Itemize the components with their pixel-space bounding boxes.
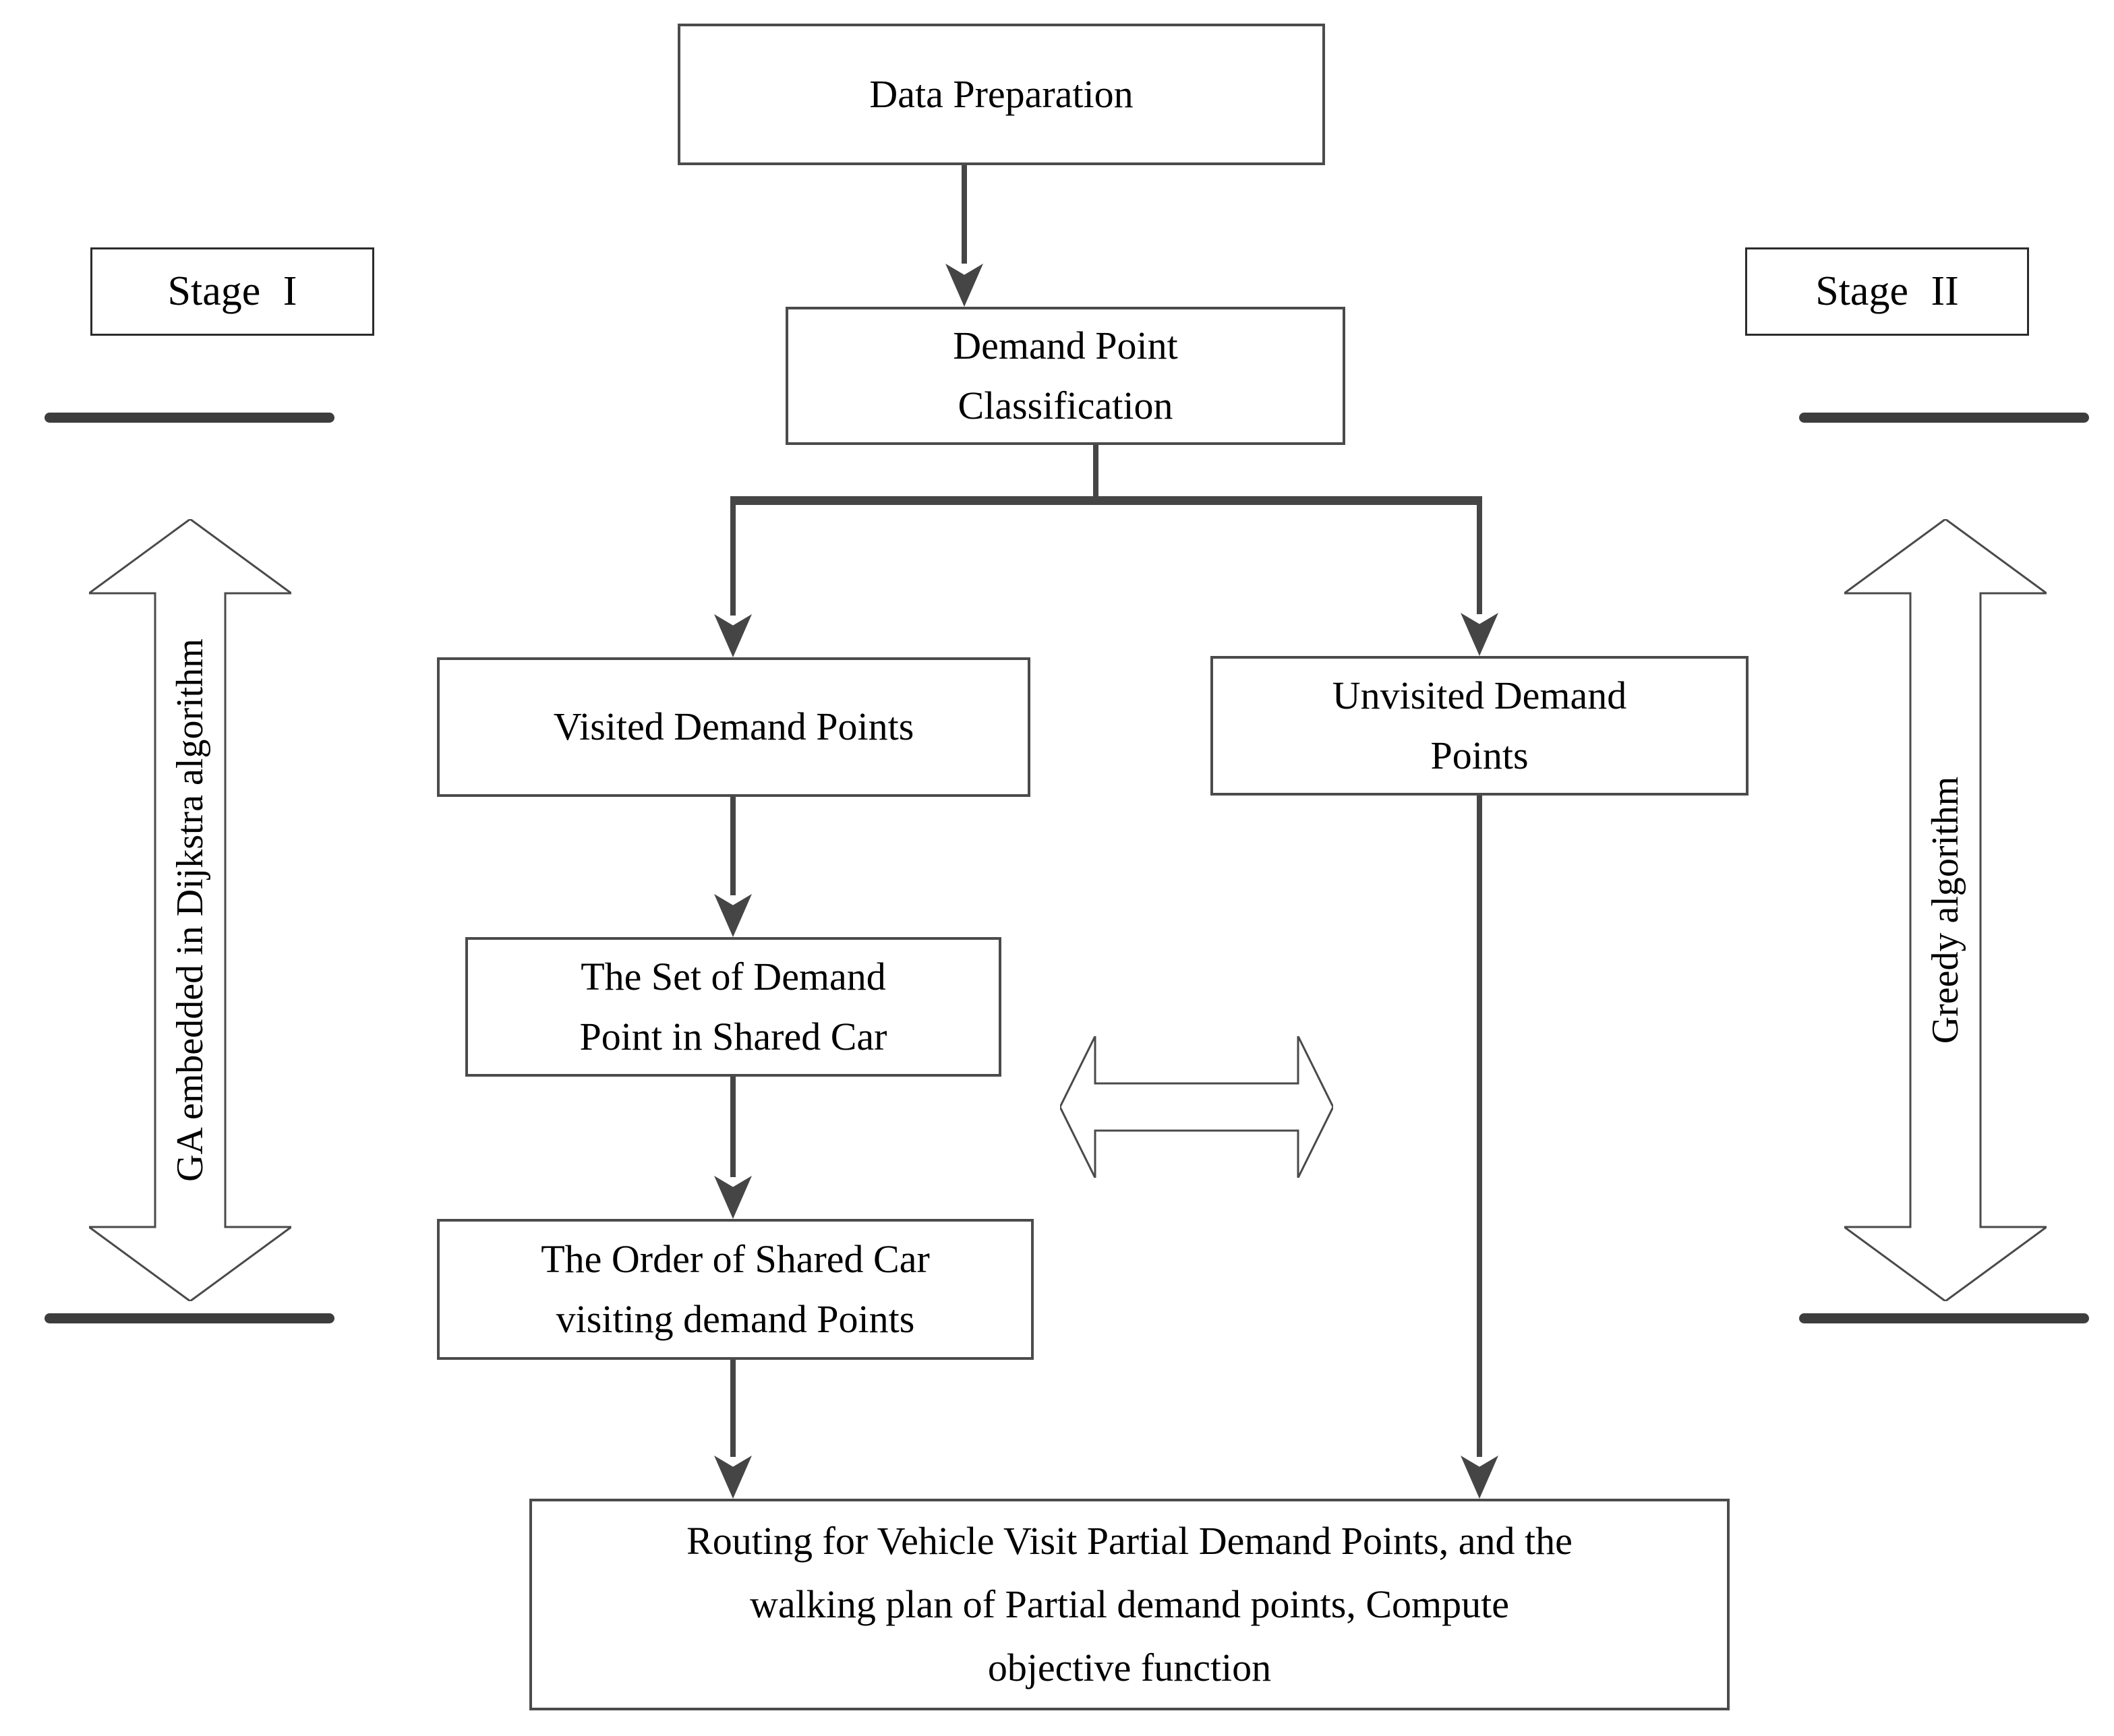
node-visit-order: The Order of Shared Car visiting demand … [437,1219,1034,1360]
stage2-bottom-bar [1799,1313,2089,1323]
connector-branch-visited [730,496,736,616]
arrowhead-into-classification [945,264,983,307]
stage1-label-box: Stage I [90,247,374,336]
connector-branch-unvisited [1477,496,1482,614]
node-order-line1: The Order of Shared Car [541,1237,930,1282]
connector-order-routing [730,1360,736,1457]
node-shared-car-set: The Set of Demand Point in Shared Car [465,937,1001,1077]
arrowhead-right-into-routing [1461,1456,1498,1499]
stage2-label: Stage II [1815,268,1959,314]
stage1-double-arrow-icon [89,519,291,1301]
node-set-line2: Point in Shared Car [579,1014,887,1058]
connector-visited-set [730,797,736,895]
node-order-line2: visiting demand Points [556,1296,915,1341]
node-routing-line1: Routing for Vehicle Visit Partial Demand… [686,1519,1573,1563]
connector-classification-branch [1093,445,1098,500]
stage1-label: Stage I [167,268,297,314]
node-classification-line1: Demand Point [953,324,1178,368]
stage1-bottom-bar [45,1313,334,1323]
stage2-label-box: Stage II [1745,247,2029,336]
node-visited-demand-points: Visited Demand Points [437,657,1030,797]
stage1-top-bar [45,413,334,423]
node-routing-line2: walking plan of Partial demand points, C… [750,1582,1509,1627]
stage2-algorithm-label: Greedy algorithm [1925,776,1966,1044]
node-visited-label: Visited Demand Points [553,705,914,749]
arrowhead-left-into-routing [714,1456,752,1499]
exchange-double-arrow-icon [1060,1036,1333,1178]
node-unvisited-demand-points: Unvisited Demand Points [1210,656,1749,796]
connector-set-order [730,1077,736,1177]
arrowhead-into-set [714,894,752,937]
connector-unvisited-routing [1477,796,1482,1457]
arrowhead-into-order [714,1176,752,1219]
node-demand-point-classification: Demand Point Classification [786,307,1345,445]
arrowhead-into-unvisited [1461,613,1498,656]
node-set-line1: The Set of Demand [581,955,886,999]
node-routing-line3: objective function [987,1645,1272,1689]
node-routing-objective: Routing for Vehicle Visit Partial Demand… [529,1499,1730,1710]
node-unvisited-line1: Unvisited Demand [1332,674,1627,718]
node-data-preparation: Data Preparation [678,24,1325,165]
node-unvisited-line2: Points [1430,733,1529,777]
branch-line [730,496,1482,505]
connector-dataprep-classification [962,165,967,264]
arrowhead-into-visited [714,614,752,657]
stage1-algorithm-label: GA embedded in Dijkstra algorithm [169,638,211,1182]
node-classification-line2: Classification [958,383,1173,427]
stage2-top-bar [1799,413,2089,423]
stage2-double-arrow-icon [1844,519,2047,1301]
node-data-preparation-label: Data Preparation [869,71,1134,116]
